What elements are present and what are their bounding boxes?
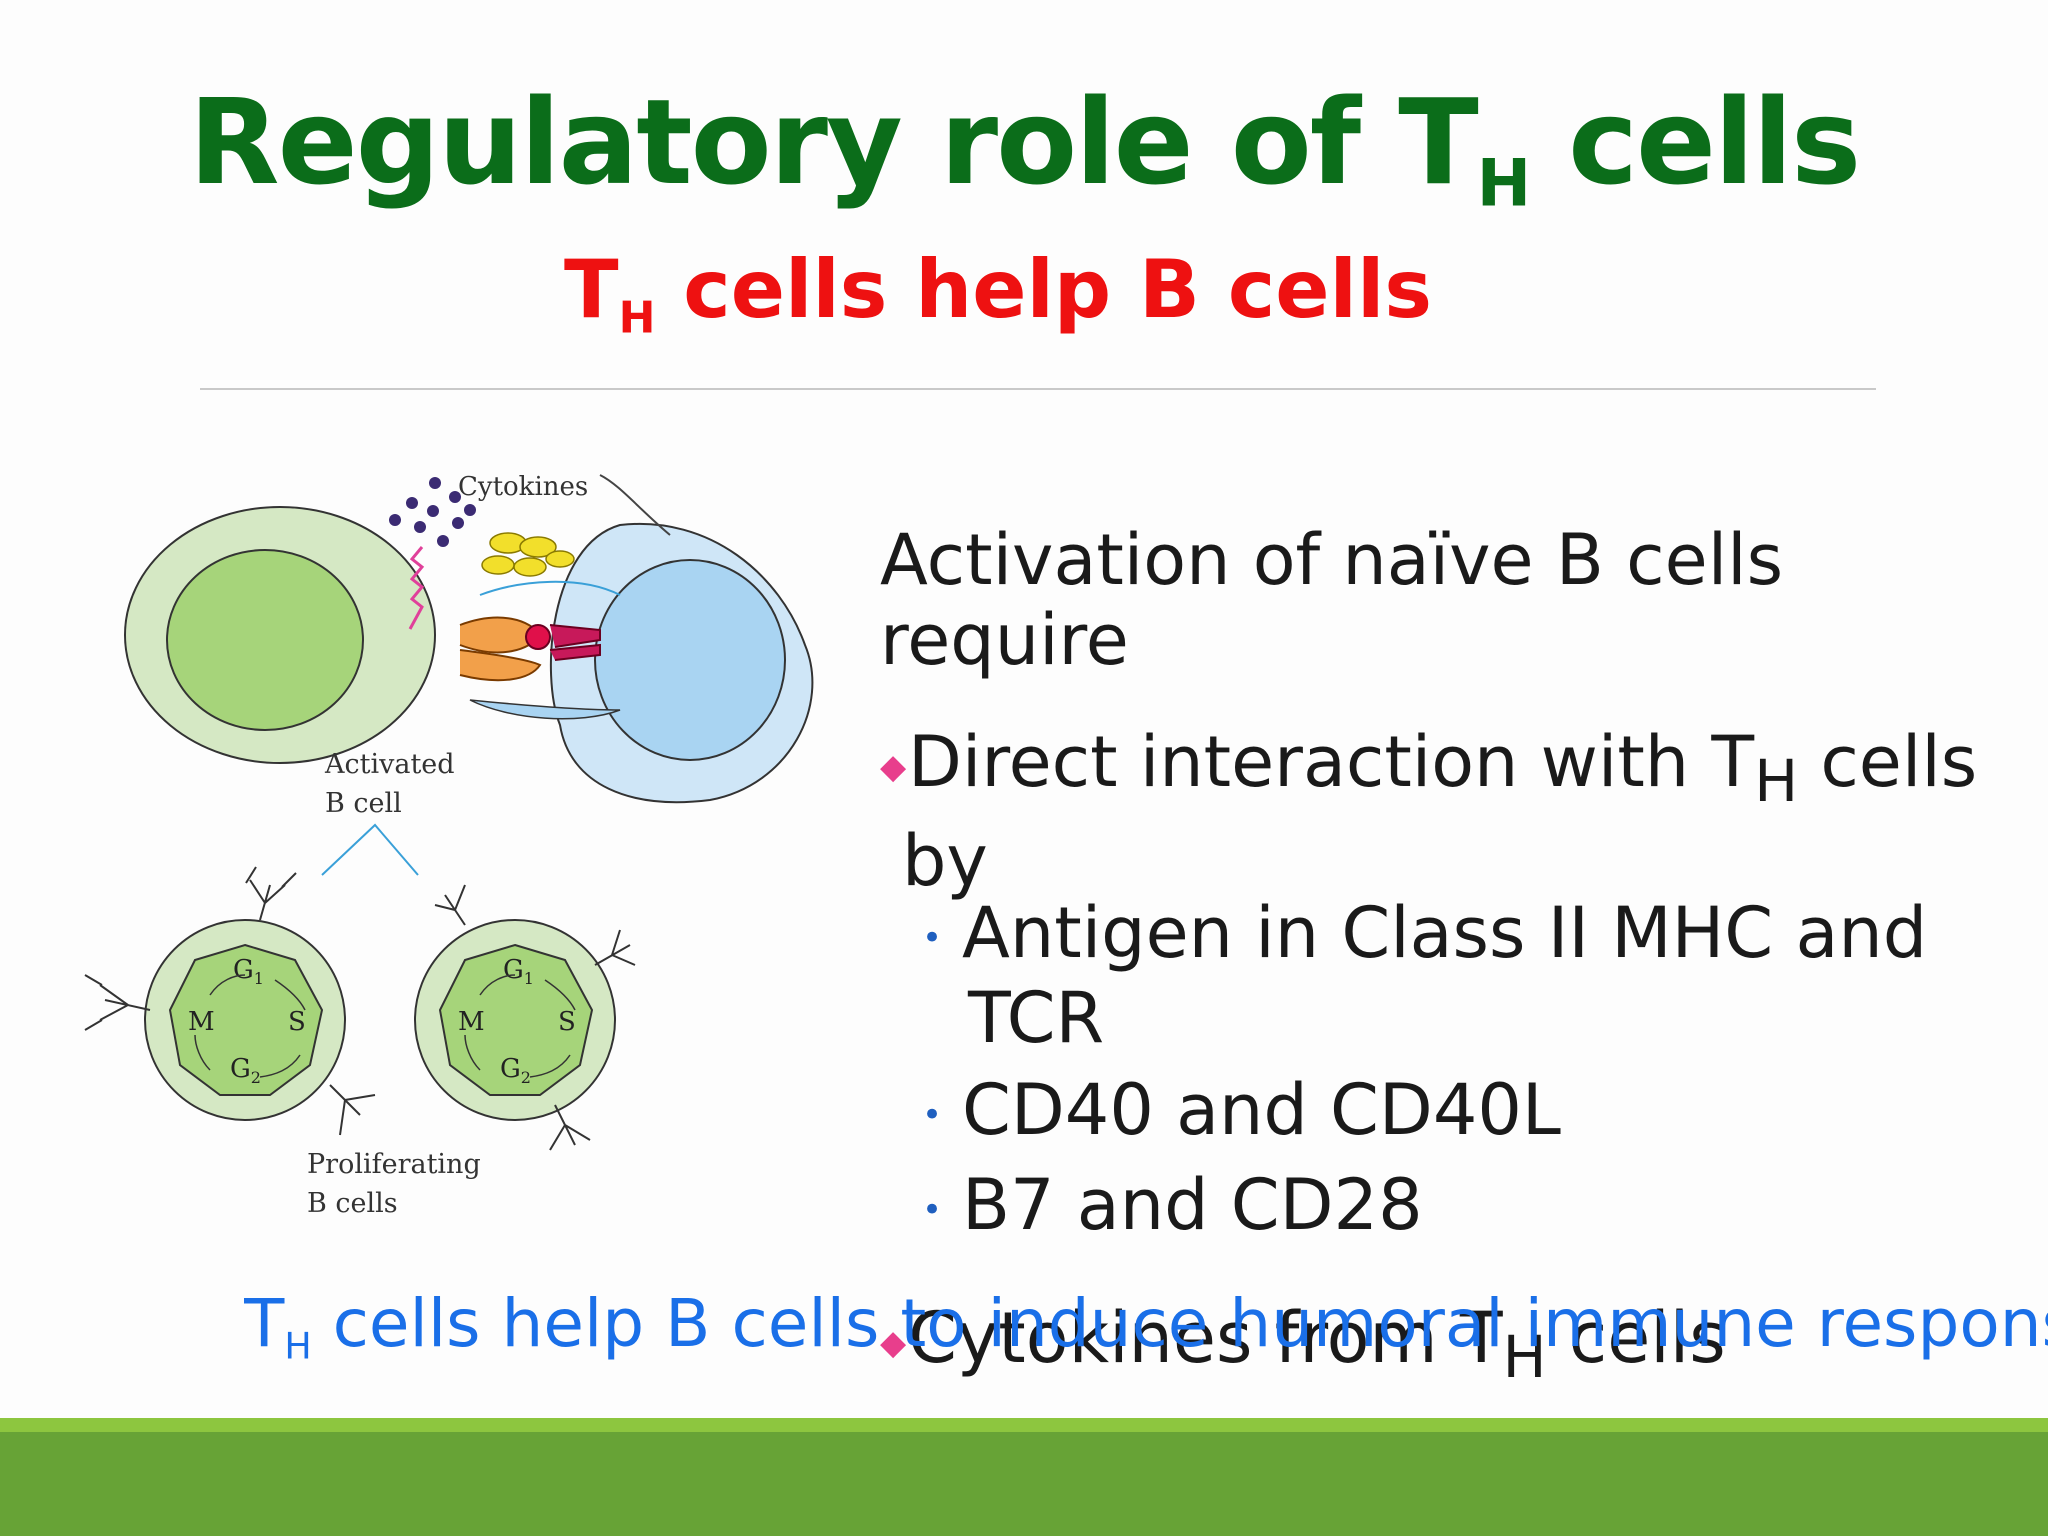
- proliferating-label-line1: Proliferating: [307, 1149, 481, 1180]
- phase-g1-left: G1: [233, 955, 264, 988]
- yellow-ligands: [481, 532, 575, 577]
- diamond-bullet-icon: ◆: [880, 746, 907, 787]
- phase-m-left: M: [188, 1007, 215, 1037]
- cytokine-pointer: [599, 474, 671, 536]
- phase-s-right: S: [558, 1007, 576, 1037]
- activated-label-line1: Activated: [324, 749, 455, 780]
- dot-bullet-icon: •: [922, 917, 943, 958]
- mhc-tcr-complex: [459, 616, 601, 682]
- footer-band-light: [0, 1418, 2048, 1432]
- intro-text: Activation of naïve B cells require: [880, 519, 1784, 681]
- bullet-direct-interaction-continuation: by: [902, 820, 988, 902]
- dot-bullet-icon: •: [922, 1094, 943, 1135]
- subbullet-b7-cd28: •B7 and CD28: [922, 1165, 2032, 1250]
- t-helper-cell: [549, 522, 814, 804]
- cytokine-particles: [389, 477, 476, 547]
- slide-title: Regulatory role of TH cells: [188, 73, 1861, 222]
- activated-label-line2: B cell: [325, 788, 402, 819]
- division-arrows: [321, 823, 419, 876]
- proliferating-b-cell-left: G1 S G2 M: [144, 919, 346, 1121]
- cytokine-signal-arrow: [408, 546, 425, 630]
- phase-s-left: S: [288, 1007, 306, 1037]
- subbullet-cd40: •CD40 and CD40L: [922, 1070, 2032, 1155]
- bullet-direct-interaction: ◆Direct interaction with TH cells by: [880, 722, 2030, 901]
- phase-g2-left: G2: [230, 1054, 261, 1087]
- phase-m-right: M: [458, 1007, 485, 1037]
- antibody-receptors: [84, 866, 636, 1151]
- summary-caption: TH cells help B cells to induce humoral …: [244, 1285, 2048, 1364]
- subbullet-antigen-mhc-continuation: TCR: [968, 976, 1105, 1059]
- phase-g1-right: G1: [503, 955, 534, 988]
- subbullet-antigen-mhc: •Antigen in Class II MHC and TCR: [922, 893, 2032, 1058]
- b-cell-activation-diagram: Cytokines Activated B cell G1 S G2 M G1 …: [84, 472, 814, 1219]
- diamond-bullet-icon: ◆: [880, 1322, 907, 1363]
- phase-g2-right: G2: [500, 1054, 531, 1087]
- proliferating-b-cell-right: G1 S G2 M: [414, 919, 616, 1121]
- proliferating-label-line2: B cells: [307, 1188, 398, 1219]
- bullet-cytokines: ◆Cytokines from TH cells: [880, 1297, 1726, 1391]
- footer-band-dark: [0, 1432, 2048, 1536]
- slide-subtitle: TH cells help B cells: [564, 243, 1432, 344]
- dot-bullet-icon: •: [922, 1189, 943, 1230]
- title-divider: [200, 388, 1876, 390]
- cytokines-label: Cytokines: [458, 472, 588, 502]
- activated-b-cell: [124, 506, 436, 764]
